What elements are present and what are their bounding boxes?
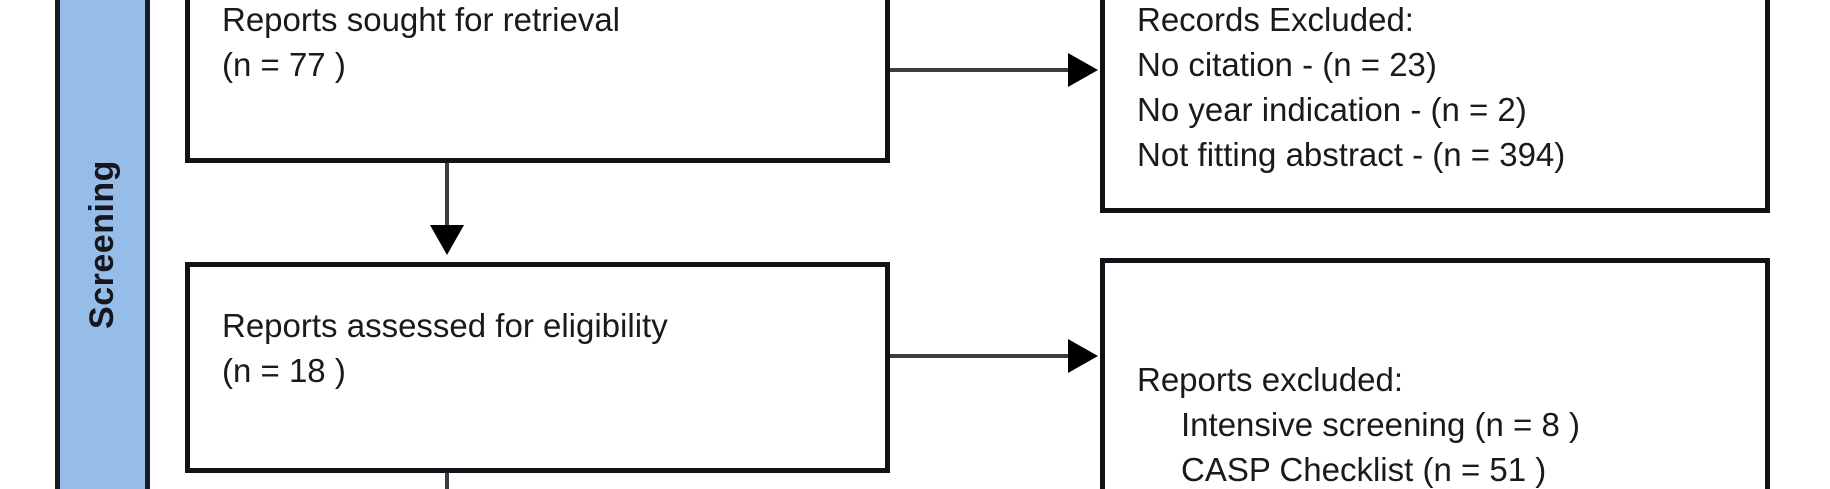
box-records-excluded-text: Records Excluded: No citation - (n = 23)… xyxy=(1137,0,1565,177)
arrow-right-icon-records-excluded xyxy=(1068,53,1098,87)
records-excluded-heading: Records Excluded: xyxy=(1137,1,1414,38)
box-reports-sought: Reports sought for retrieval (n = 77 ) xyxy=(185,0,890,163)
connector-sought-to-records-excluded-line xyxy=(890,68,1070,72)
phase-sidebar-screening: Screening xyxy=(55,0,150,489)
records-excluded-reason-1: No citation - (n = 23) xyxy=(1137,46,1437,83)
reports-sought-line-2: (n = 77 ) xyxy=(222,46,346,83)
arrow-right-icon-reports-excluded xyxy=(1068,339,1098,373)
box-records-excluded: Records Excluded: No citation - (n = 23)… xyxy=(1100,0,1770,213)
reports-assessed-line-2: (n = 18 ) xyxy=(222,352,346,389)
box-reports-excluded: Reports excluded: Intensive screening (n… xyxy=(1100,258,1770,489)
reports-sought-line-1: Reports sought for retrieval xyxy=(222,1,621,38)
reports-excluded-reason-1: Intensive screening (n = 8 ) xyxy=(1181,406,1580,443)
reports-excluded-reason-2: CASP Checklist (n = 51 ) xyxy=(1181,451,1547,488)
connector-sought-to-assessed-line xyxy=(445,163,449,231)
arrow-down-icon-assessed xyxy=(430,225,464,255)
records-excluded-reason-2: No year indication - (n = 2) xyxy=(1137,91,1527,128)
box-reports-sought-text: Reports sought for retrieval (n = 77 ) xyxy=(222,0,620,87)
box-reports-assessed-text: Reports assessed for eligibility (n = 18… xyxy=(222,303,668,393)
connector-assessed-to-reports-excluded-line xyxy=(890,354,1070,358)
connector-assessed-to-next-phase-line xyxy=(445,473,449,489)
reports-excluded-heading: Reports excluded: xyxy=(1137,361,1403,398)
phase-label-text: Screening xyxy=(83,160,122,329)
records-excluded-reason-3: Not fitting abstract - (n = 394) xyxy=(1137,136,1566,173)
box-reports-excluded-text: Reports excluded: Intensive screening (n… xyxy=(1137,357,1580,489)
box-reports-assessed: Reports assessed for eligibility (n = 18… xyxy=(185,262,890,473)
reports-assessed-line-1: Reports assessed for eligibility xyxy=(222,307,668,344)
